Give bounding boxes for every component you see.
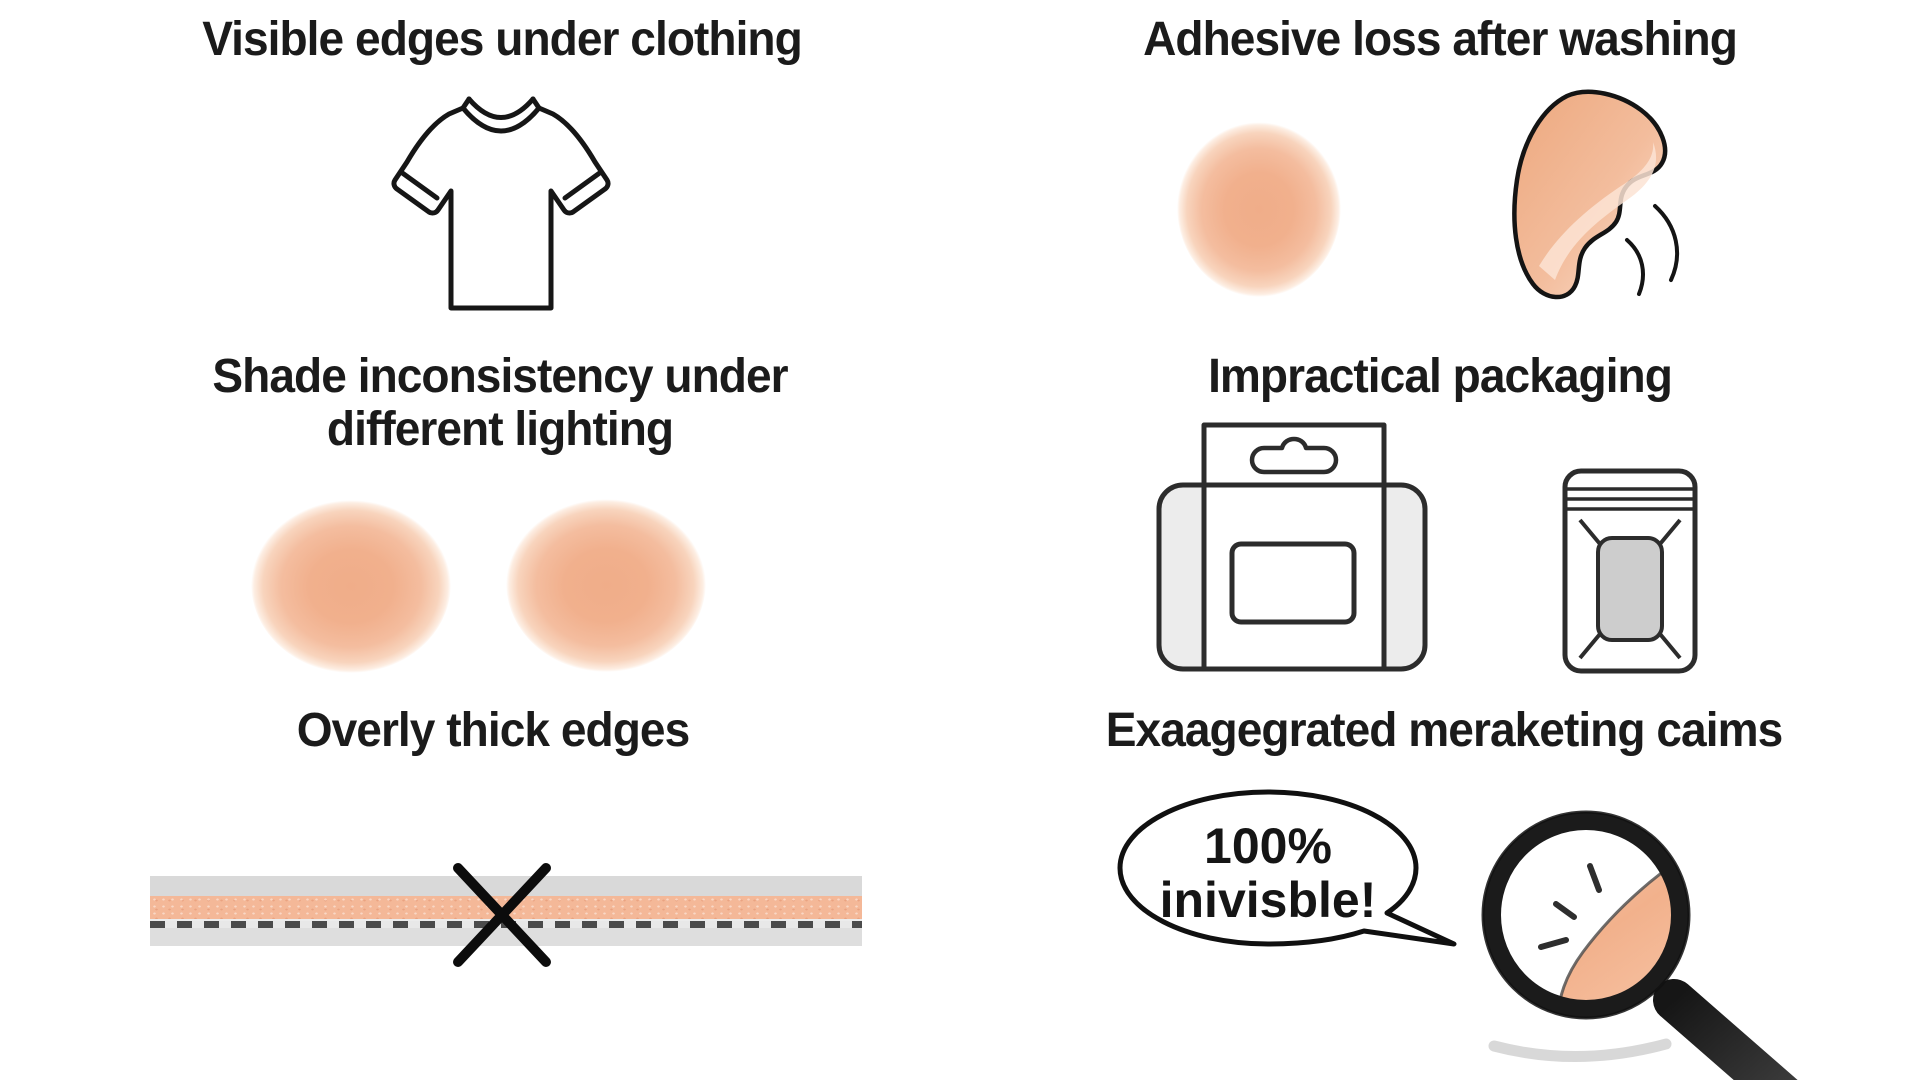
- bubble-text-line1: 100%: [1204, 818, 1332, 874]
- impractical-packaging-title: Impractical packaging: [1208, 350, 1673, 403]
- visible-edges-title: Visible edges under clothing: [202, 13, 803, 66]
- strip-bottom-layer: [150, 928, 862, 946]
- tshirt-icon: [391, 96, 611, 311]
- strip-top-layer: [150, 876, 862, 896]
- speech-bubble-icon: 100% inivisble!: [1117, 789, 1457, 947]
- shade-title-line1: Shade inconsistency under: [212, 350, 788, 403]
- pouch-icon: [1562, 468, 1698, 674]
- magnifier-icon: [1481, 810, 1798, 1080]
- adhesive-loss-title: Adhesive loss after washing: [1143, 13, 1738, 66]
- nipple-cover-icon: [251, 493, 451, 673]
- thick-edges-title: Overly thick edges: [296, 704, 690, 757]
- marketing-claims-title: Exaagegrated meraketing caims: [1105, 704, 1783, 757]
- blister-pack-icon: [1156, 422, 1428, 672]
- nipple-cover-icon: [506, 492, 706, 672]
- peeling-cover-icon: [1512, 89, 1679, 300]
- x-mark-icon: [453, 863, 551, 967]
- bubble-text-line2: inivisble!: [1160, 872, 1377, 928]
- shade-title-line2: different lighting: [326, 403, 674, 456]
- nipple-cover-icon: [1177, 115, 1341, 297]
